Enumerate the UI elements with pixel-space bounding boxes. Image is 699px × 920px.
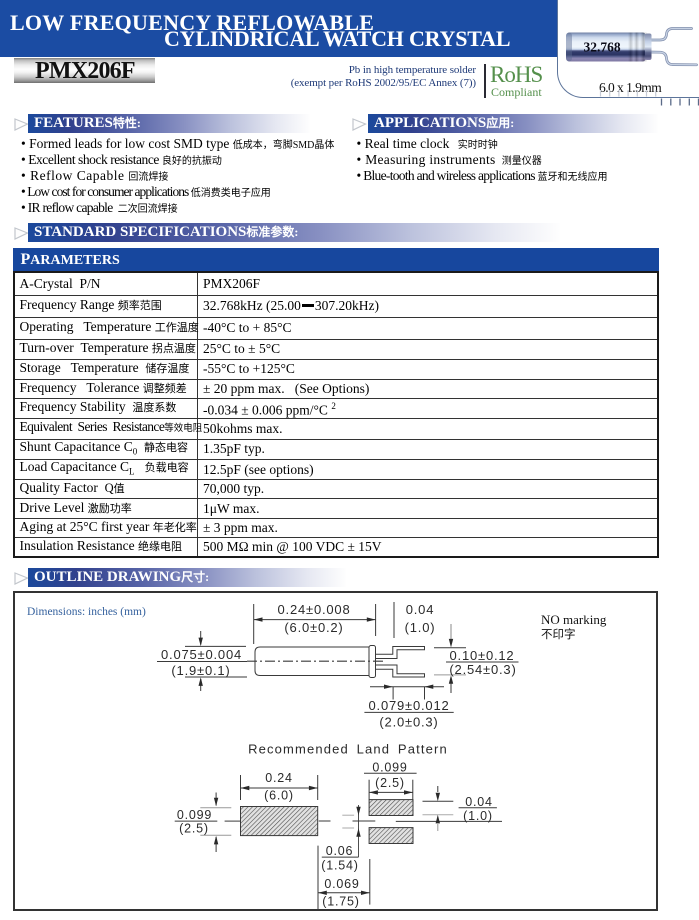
svg-text:(6.0±0.2): (6.0±0.2)	[284, 620, 343, 635]
svg-text:0.079±0.012: 0.079±0.012	[369, 698, 450, 713]
svg-text:0.099: 0.099	[372, 760, 407, 774]
svg-text:0.06: 0.06	[326, 844, 354, 858]
svg-text:(1.0): (1.0)	[463, 809, 493, 823]
svg-text:0.099: 0.099	[177, 808, 212, 822]
svg-text:(2.5): (2.5)	[375, 776, 405, 790]
svg-text:32.768: 32.768	[583, 40, 620, 55]
svg-text:0.10±0.12: 0.10±0.12	[450, 648, 515, 663]
svg-text:0.04: 0.04	[406, 602, 435, 617]
svg-text:Recommended Land Pattern: Recommended Land Pattern	[248, 742, 448, 757]
svg-text:0.24: 0.24	[265, 771, 293, 785]
svg-text:(6.0): (6.0)	[264, 789, 294, 803]
svg-text:0.075±0.004: 0.075±0.004	[161, 647, 242, 662]
svg-text:(1.54): (1.54)	[321, 859, 358, 873]
svg-text:(1.0): (1.0)	[405, 620, 436, 635]
svg-text:(2.0±0.3): (2.0±0.3)	[379, 715, 438, 730]
svg-text:(2.5): (2.5)	[179, 822, 209, 836]
svg-text:(1.75): (1.75)	[322, 895, 359, 909]
svg-text:(1.9±0.1): (1.9±0.1)	[171, 663, 230, 678]
svg-text:0.069: 0.069	[324, 877, 359, 891]
svg-text:0.24±0.008: 0.24±0.008	[278, 602, 351, 617]
svg-text:(2.54±0.3): (2.54±0.3)	[449, 662, 516, 677]
svg-text:0.04: 0.04	[465, 795, 493, 809]
